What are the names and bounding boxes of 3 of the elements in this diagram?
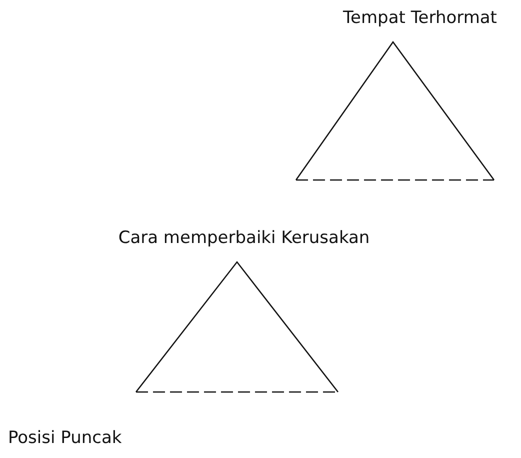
heading-text: Tempat Terhormat bbox=[343, 8, 497, 28]
heading-text: Cara memperbaiki Kerusakan bbox=[118, 228, 370, 248]
caption-text: Posisi Puncak bbox=[8, 428, 122, 448]
